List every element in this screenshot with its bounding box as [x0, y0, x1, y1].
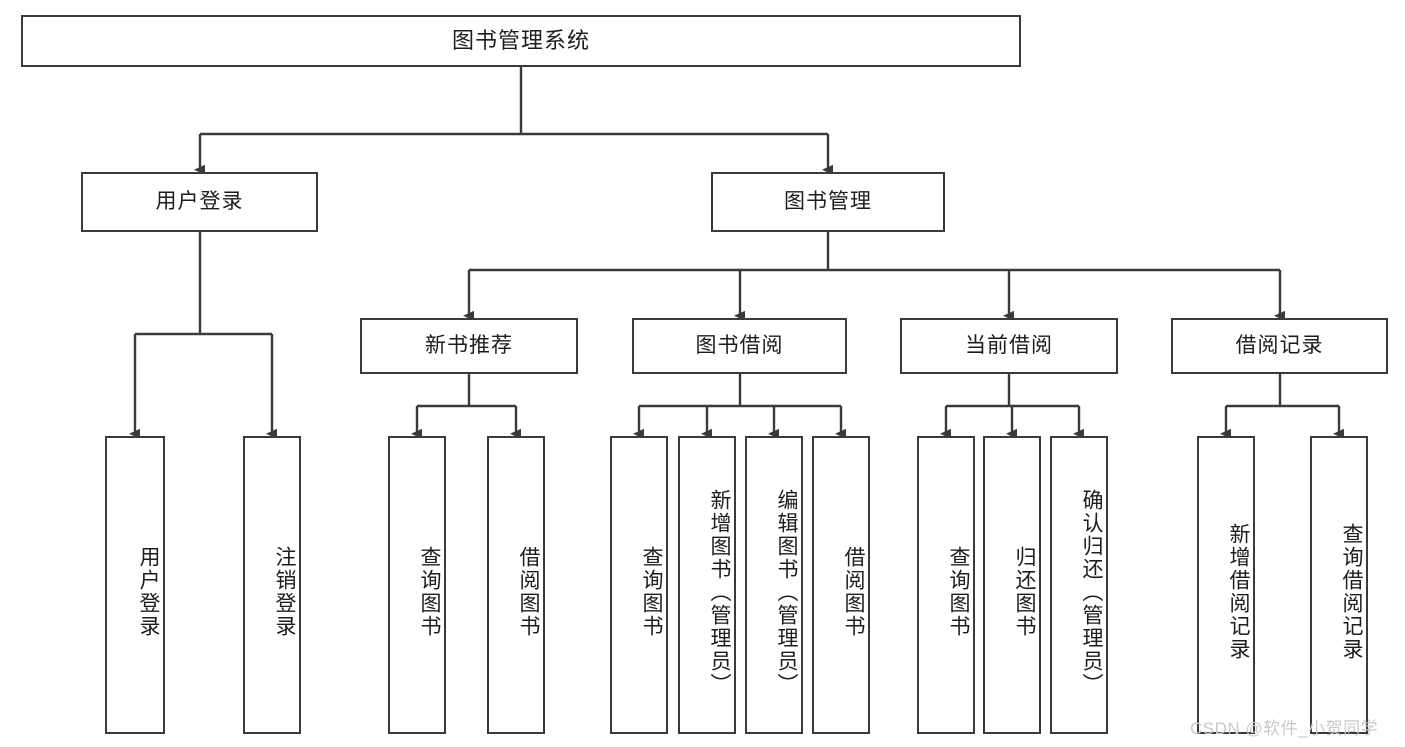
- watermark-text: CSDN @软件_小贺同学: [1190, 719, 1379, 738]
- node-label: 查询借阅记录: [1340, 523, 1363, 661]
- node-borrow[interactable]: 图书借阅: [632, 318, 847, 374]
- node-label: 当前借阅: [965, 334, 1053, 358]
- node-label: 新增图书（管理员）: [708, 488, 731, 696]
- node-label: 用户登录: [155, 190, 244, 214]
- node-label: 借阅图书: [842, 546, 865, 638]
- node-l_query2[interactable]: 查询图书: [610, 436, 668, 734]
- node-root[interactable]: 图书管理系统: [21, 15, 1021, 67]
- node-l_addrec[interactable]: 新增借阅记录: [1197, 436, 1255, 734]
- node-l_return[interactable]: 归还图书: [983, 436, 1041, 734]
- node-l_borrow2[interactable]: 借阅图书: [812, 436, 870, 734]
- node-login[interactable]: 用户登录: [81, 172, 318, 232]
- node-l_add[interactable]: 新增图书（管理员）: [678, 436, 736, 734]
- node-label: 新增借阅记录: [1227, 523, 1250, 661]
- node-l_queryrec[interactable]: 查询借阅记录: [1310, 436, 1368, 734]
- node-l_confirm[interactable]: 确认归还（管理员）: [1050, 436, 1108, 734]
- node-l_login[interactable]: 用户登录: [105, 436, 165, 734]
- node-bookmgmt[interactable]: 图书管理: [711, 172, 945, 232]
- node-label: 图书管理系统: [451, 27, 590, 53]
- node-label: 查询图书: [640, 546, 663, 638]
- node-label: 借阅记录: [1235, 334, 1324, 358]
- node-label: 借阅图书: [517, 546, 540, 638]
- node-current[interactable]: 当前借阅: [900, 318, 1118, 374]
- node-label: 新书推荐: [425, 334, 513, 358]
- node-newbook[interactable]: 新书推荐: [360, 318, 578, 374]
- node-label: 编辑图书（管理员）: [775, 488, 798, 696]
- node-label: 用户登录: [137, 546, 160, 638]
- node-label: 图书借阅: [695, 334, 784, 358]
- node-label: 查询图书: [947, 546, 970, 638]
- node-l_logout[interactable]: 注销登录: [243, 436, 301, 734]
- node-label: 查询图书: [418, 546, 441, 638]
- node-l_query1[interactable]: 查询图书: [388, 436, 446, 734]
- node-label: 归还图书: [1013, 546, 1036, 638]
- node-label: 注销登录: [273, 546, 296, 638]
- node-label: 图书管理: [784, 190, 872, 214]
- node-l_edit[interactable]: 编辑图书（管理员）: [745, 436, 803, 734]
- node-l_borrow1[interactable]: 借阅图书: [487, 436, 545, 734]
- node-l_query3[interactable]: 查询图书: [917, 436, 975, 734]
- node-label: 确认归还（管理员）: [1080, 488, 1103, 696]
- node-record[interactable]: 借阅记录: [1171, 318, 1388, 374]
